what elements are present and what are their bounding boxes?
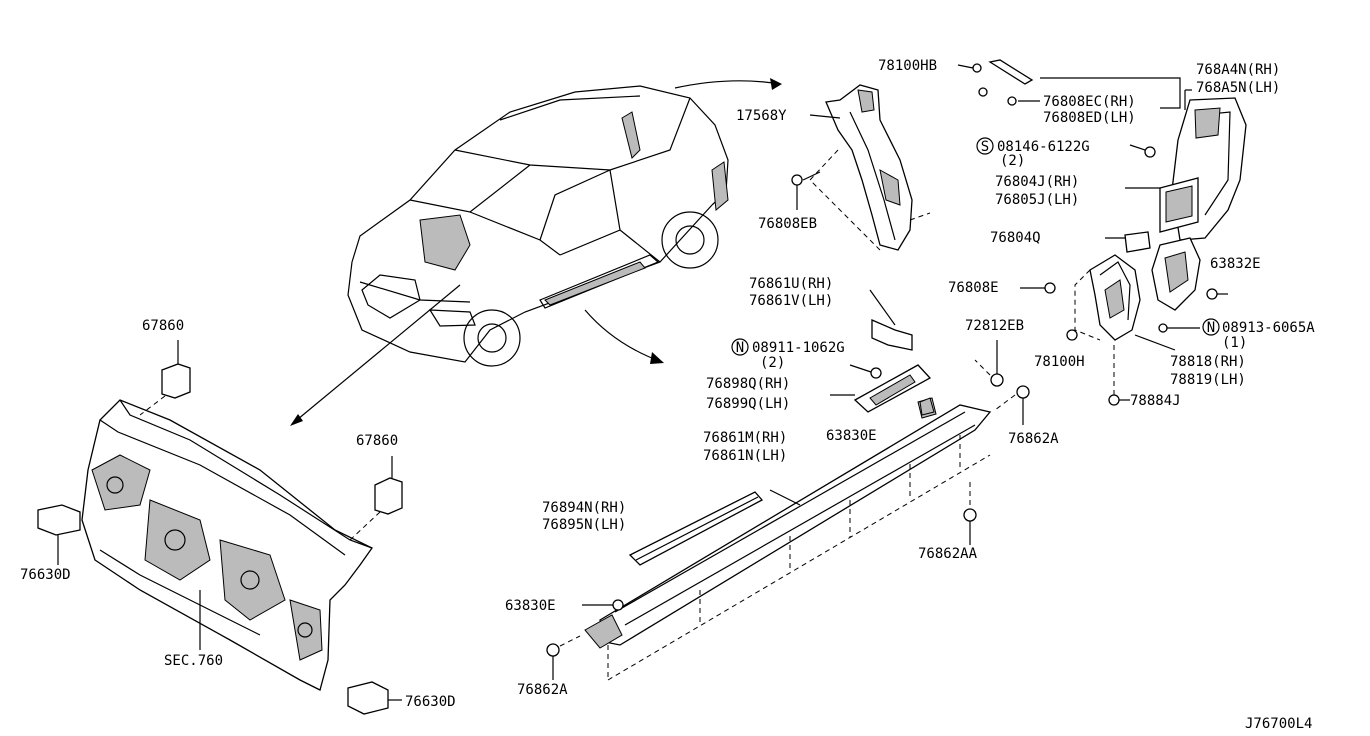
callout-label: 76899Q(LH) (706, 396, 790, 412)
callout-label: (1) (1222, 335, 1247, 351)
callout-label: 08146-6122G (997, 139, 1090, 155)
callout-label: 78884J (1130, 393, 1181, 409)
callout-label: 76862AA (918, 546, 978, 562)
callout-label: 63830E (826, 428, 877, 444)
callout-label: 72812EB (965, 318, 1024, 334)
vehicle-illustration (347, 85, 729, 367)
wheelhouse-lower-63832e (1151, 237, 1228, 311)
callout-label: 76862A (1008, 431, 1059, 447)
pointer-arrows (290, 78, 782, 426)
insulator-pad-67860-left (139, 340, 191, 416)
callout-label: 78819(LH) (1170, 372, 1246, 388)
callout-label: 63832E (1210, 256, 1261, 272)
garnish-76804j (1125, 177, 1199, 233)
callout-label: 768A4N(RH) (1196, 62, 1280, 78)
insulator-pad-76630d-left (37, 504, 81, 565)
callout-label: (2) (760, 355, 785, 371)
insulator-pad-76630d-right (347, 681, 402, 715)
callout-label: 76804Q (990, 230, 1041, 246)
n-nut-symbol-icon-1 (731, 338, 749, 356)
callout-label: 76861M(RH) (703, 430, 787, 446)
dash-panel-assembly (81, 399, 373, 691)
n-nut-symbol-label-1: N (736, 340, 744, 356)
callout-label: 76804J(RH) (995, 174, 1079, 190)
callout-label: 76630D (20, 567, 71, 583)
callout-label: 76861V(LH) (749, 293, 833, 309)
callout-label: 67860 (356, 433, 398, 449)
clip-76804q (1105, 231, 1151, 253)
callout-label: 67860 (142, 318, 184, 334)
callout-label: 76808EB (758, 216, 817, 232)
n-nut-symbol-icon-2 (1202, 318, 1220, 336)
callout-label: (2) (1000, 153, 1025, 169)
insulator-pad-67860-right (349, 456, 403, 541)
s-bolt-symbol-label: S (981, 139, 989, 155)
callout-label: 78100H (1034, 354, 1085, 370)
callout-labels: 78100HB 768A4N(RH) 768A5N(LH) 76808EC(RH… (20, 58, 1315, 732)
sill-molding-76861m (584, 397, 992, 681)
callout-label: 17568Y (736, 108, 787, 124)
callout-label: 76808ED(LH) (1043, 110, 1136, 126)
s-bolt-symbol-icon (976, 137, 994, 155)
scuff-plate-76898q (830, 364, 932, 413)
callout-label: 76805J(LH) (995, 192, 1079, 208)
callout-label: 76895N(LH) (542, 517, 626, 533)
callout-label: 768A5N(LH) (1196, 80, 1280, 96)
fastener-symbols: S N N (731, 137, 1220, 356)
bracket-76861u (849, 289, 913, 379)
callout-label: 76861U(RH) (749, 276, 833, 292)
callout-label: 08913-6065A (1222, 320, 1315, 336)
callout-label: 63830E (505, 598, 556, 614)
n-nut-symbol-label-2: N (1207, 320, 1215, 336)
callout-label: 76894N(RH) (542, 500, 626, 516)
side-trim-76894n (628, 491, 764, 566)
callout-label: 76808E (948, 280, 999, 296)
callout-label: 76898Q(RH) (706, 376, 790, 392)
callout-label: 78100HB (878, 58, 937, 74)
pillar-bracket-17568y (791, 84, 931, 251)
callout-label: 76861N(LH) (703, 448, 787, 464)
small-clips (957, 59, 1200, 341)
callout-label: 76862A (517, 682, 568, 698)
diagram-code: J76700L4 (1245, 716, 1312, 732)
callout-label: 76630D (405, 694, 456, 710)
fasteners-sill (546, 340, 1030, 680)
callout-label: 76808EC(RH) (1043, 94, 1136, 110)
callout-label: SEC.760 (164, 653, 223, 669)
callout-label: 08911-1062G (752, 340, 845, 356)
callout-label: 78818(RH) (1170, 354, 1246, 370)
bracket-78818 (1074, 254, 1176, 406)
